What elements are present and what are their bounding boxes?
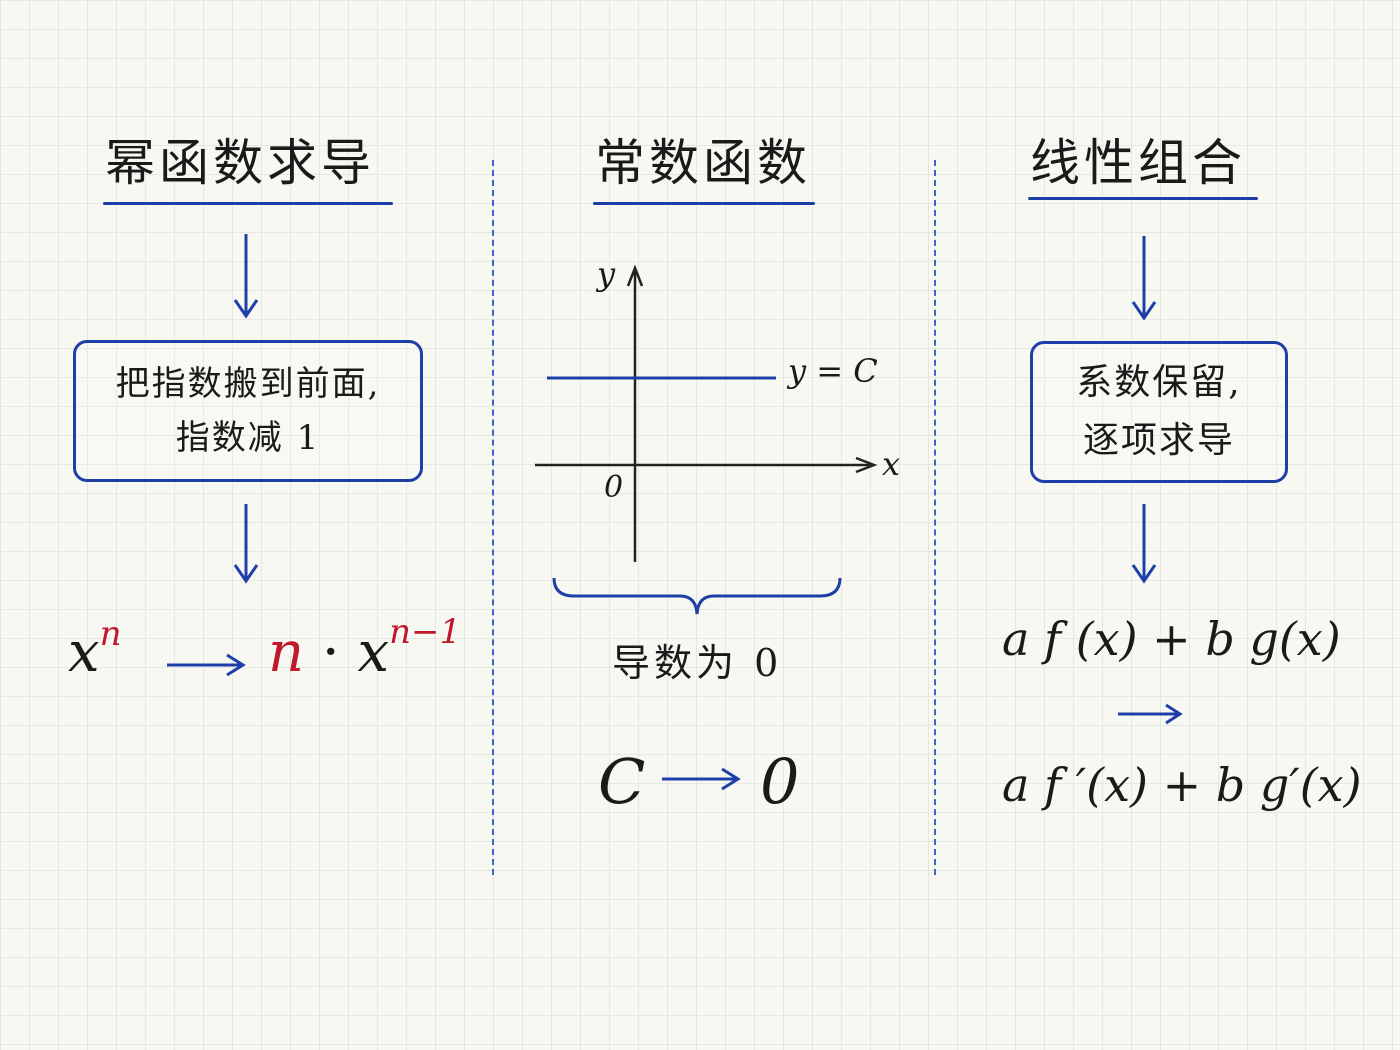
x-axis-label: x (882, 445, 901, 483)
constant-formula-right: 0 (760, 745, 800, 818)
power-rule-title: 幂函数求导 (105, 134, 375, 192)
constant-function-title-underline (593, 202, 815, 205)
constant-formula-left: C (598, 745, 646, 818)
power-rule-formula: xn (68, 614, 468, 700)
arrow-right-icon (167, 653, 246, 677)
arrow-down-icon (1131, 236, 1157, 321)
arrow-down-icon (1131, 504, 1157, 584)
constant-function-graph (535, 264, 878, 562)
column-divider-right (934, 160, 936, 875)
power-rule-result: n · xn−1 (268, 612, 461, 700)
derivative-zero-caption: 导数为 0 (612, 641, 783, 685)
constant-line-label: y = C (788, 352, 878, 390)
power-rule-explanation-box: 把指数搬到前面, 指数减 1 (73, 340, 423, 482)
linear-box-line-1: 系数保留, (1076, 362, 1242, 404)
result-coefficient: n (268, 620, 305, 685)
arrow-down-icon (233, 234, 259, 319)
formula-base: x (68, 620, 100, 685)
arrow-down-icon (233, 504, 259, 584)
linear-formula-original: a f (x) + b g(x) (1002, 612, 1341, 666)
arrow-right-icon (662, 767, 741, 791)
result-dot: · (321, 620, 340, 685)
power-rule-box-line-1: 把指数搬到前面, (115, 363, 381, 404)
linear-combination-title-underline (1028, 197, 1258, 200)
power-rule-box-line-2: 指数减 1 (175, 418, 321, 458)
origin-label: 0 (604, 470, 624, 505)
formula-exponent: n (99, 614, 122, 655)
arrow-right-icon (1118, 703, 1183, 725)
column-divider-left (492, 160, 494, 875)
power-rule-title-underline (103, 202, 393, 205)
linear-combination-title: 线性组合 (1030, 134, 1246, 192)
linear-combination-explanation-box: 系数保留, 逐项求导 (1030, 341, 1288, 483)
linear-formula-derivative: a f ′(x) + b g′(x) (1002, 758, 1362, 812)
y-axis-label: y (597, 255, 616, 293)
linear-box-line-2: 逐项求导 (1082, 420, 1235, 461)
result-base: x (357, 620, 390, 685)
result-exponent: n−1 (389, 612, 462, 653)
curly-brace (552, 577, 842, 615)
constant-function-title: 常数函数 (595, 134, 811, 192)
